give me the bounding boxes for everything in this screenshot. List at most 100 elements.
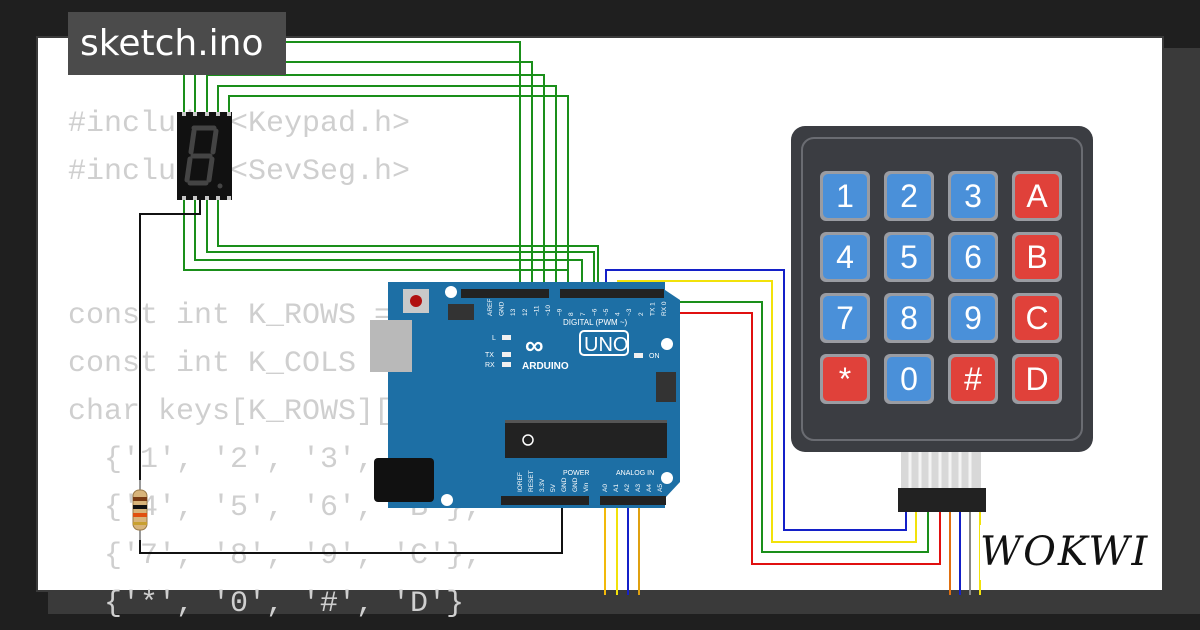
key-1[interactable]: 1	[820, 171, 870, 221]
wire	[194, 200, 583, 290]
wire	[183, 41, 521, 290]
pin-label: A2	[624, 484, 631, 492]
pin-label: 4	[615, 312, 622, 316]
pin-label: 7	[580, 312, 587, 316]
key-*[interactable]: *	[820, 354, 870, 404]
key-5[interactable]: 5	[884, 232, 934, 282]
pin-label: A0	[602, 484, 609, 492]
bottom-wires	[604, 498, 981, 595]
key-label: 4	[836, 239, 854, 275]
key-label: 1	[836, 178, 854, 214]
key-2[interactable]: 2	[884, 171, 934, 221]
key-label: 2	[900, 178, 918, 214]
key-A[interactable]: A	[1012, 171, 1062, 221]
pin-label: AREF	[487, 299, 494, 316]
wire	[139, 200, 201, 490]
black-wires	[139, 200, 563, 554]
key-3[interactable]: 3	[948, 171, 998, 221]
key-C[interactable]: C	[1012, 293, 1062, 343]
uno-label: UNO	[584, 334, 628, 356]
led-on-label: ON	[649, 353, 660, 360]
wire	[217, 200, 599, 290]
keypad-connector	[898, 488, 986, 512]
pin-label: GND	[561, 477, 568, 492]
pin-label: ~5	[603, 308, 610, 316]
key-0[interactable]: 0	[884, 354, 934, 404]
key-6[interactable]: 6	[948, 232, 998, 282]
icsp-header	[448, 304, 676, 402]
uno-badge	[579, 330, 629, 356]
pin-label: ~9	[557, 308, 564, 316]
pin-label: GND	[499, 301, 506, 316]
pin-label: RESET	[528, 470, 535, 492]
seven-segment-display[interactable]	[177, 112, 232, 200]
pin-label: 2	[638, 312, 645, 316]
pin-label: ~11	[533, 305, 540, 316]
wokwi-logo: WOKWI	[980, 525, 1155, 580]
key-label: 9	[964, 300, 982, 336]
key-label: B	[1026, 239, 1047, 275]
project-title[interactable]: sketch.ino	[68, 12, 286, 75]
wire	[206, 74, 545, 290]
pin-label: Vin	[583, 482, 590, 492]
key-label: 0	[900, 361, 918, 397]
wire	[217, 85, 557, 290]
microcontroller-chip	[505, 420, 667, 458]
segments	[184, 125, 219, 186]
resistor[interactable]	[132, 480, 148, 540]
wire	[183, 200, 569, 290]
pin-label: TX 1	[649, 302, 656, 316]
pin-label: 12	[522, 308, 529, 316]
wire	[605, 269, 907, 531]
led-rx-label: RX	[485, 362, 495, 369]
pin-label: A5	[657, 484, 664, 492]
key-label: 7	[836, 300, 854, 336]
pin-label: A4	[646, 484, 653, 492]
wire	[139, 496, 563, 554]
key-B[interactable]: B	[1012, 232, 1062, 282]
pin-label: ~3	[626, 308, 633, 316]
svg-text:∞: ∞	[525, 330, 544, 360]
code-line: {'7', '8', '9', 'C'},	[68, 539, 483, 573]
key-7[interactable]: 7	[820, 293, 870, 343]
pin-label: ~10	[545, 305, 552, 316]
digital-header	[461, 289, 664, 298]
led-tx-label: TX	[485, 352, 494, 359]
key-label: 8	[900, 300, 918, 336]
power-jack	[374, 458, 434, 502]
usb-connector	[370, 320, 412, 372]
key-9[interactable]: 9	[948, 293, 998, 343]
board-leds	[502, 335, 643, 367]
power-analog-headers	[501, 496, 666, 505]
key-label: D	[1025, 361, 1048, 397]
key-label: 6	[964, 239, 982, 275]
led-l-label: L	[492, 335, 496, 342]
key-label: 3	[964, 178, 982, 214]
pin-label: 8	[568, 312, 575, 316]
pin-label: GND	[572, 477, 579, 492]
pin-label: A3	[635, 484, 642, 492]
code-line: {'*', '0', '#', 'D'}	[68, 587, 465, 621]
digital-header-label: DIGITAL (PWM ~)	[563, 318, 628, 327]
pin-label: 13	[510, 308, 517, 316]
green-wires	[183, 41, 599, 290]
analog-header-label: ANALOG IN	[616, 470, 654, 477]
key-4[interactable]: 4	[820, 232, 870, 282]
arduino-uno-board[interactable]: ∞ UNO ARDUINO DIGITAL (PWM ~) POWER ANAL…	[370, 282, 680, 508]
arduino-brand: ARDUINO	[522, 361, 569, 372]
key-8[interactable]: 8	[884, 293, 934, 343]
key-label: C	[1025, 300, 1048, 336]
key-label: 5	[900, 239, 918, 275]
key-#[interactable]: #	[948, 354, 998, 404]
key-D[interactable]: D	[1012, 354, 1062, 404]
wire	[228, 95, 569, 290]
pin-label: 3.3V	[539, 478, 546, 492]
wire	[194, 61, 533, 290]
display-pins	[182, 112, 231, 200]
